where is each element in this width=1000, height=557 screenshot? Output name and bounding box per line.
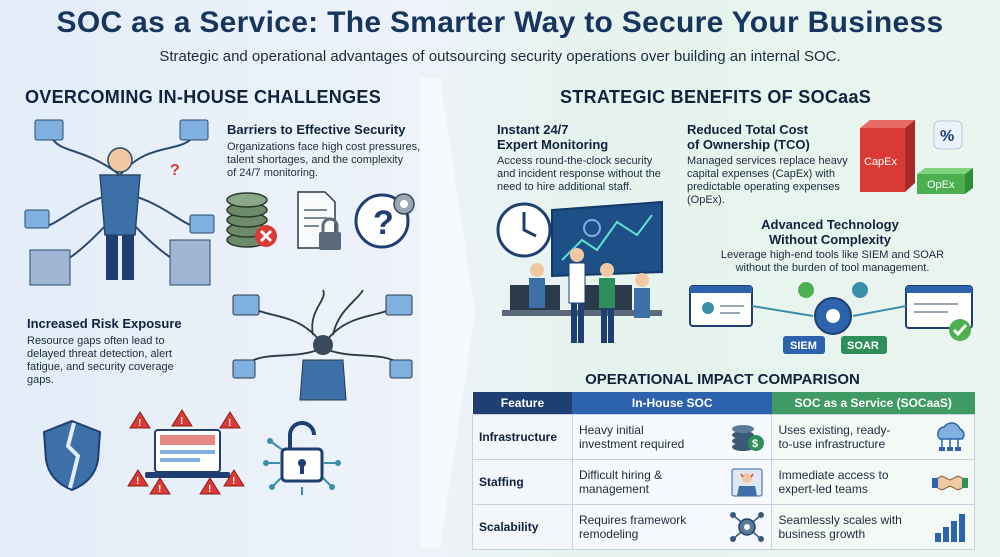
svg-text:!: !: [136, 476, 139, 487]
divider-chevron: [420, 78, 475, 548]
column-header-feature: Feature: [472, 392, 573, 414]
question-gear-icon: ?: [354, 193, 415, 249]
capex-label: CapEx: [864, 156, 898, 168]
column-header-socaas: SOC as a Service (SOCaaS): [771, 392, 975, 414]
growth-bars-icon: [932, 511, 968, 543]
handshake-icon: [932, 466, 968, 498]
percent-badge-icon: %: [933, 120, 963, 150]
siem-label: SIEM: [790, 340, 817, 352]
tech-text: Leverage high-end tools like SIEM and SO…: [720, 249, 945, 274]
svg-text:?: ?: [170, 162, 180, 179]
stressed-person-icon: [729, 466, 765, 498]
soc-team-illustration: [496, 200, 663, 343]
document-lock-icon: [297, 191, 341, 250]
risk-text: Resource gaps often lead to delayed thre…: [27, 335, 174, 386]
comparison-table: Feature In-House SOC SOC as a Service (S…: [472, 392, 975, 551]
siem-soar-network-illustration: SIEM SOAR: [689, 282, 973, 354]
tangled-wires-illustration: [232, 289, 413, 401]
left-section-heading: OVERCOMING IN-HOUSE CHALLENGES: [25, 87, 382, 107]
svg-text:!: !: [232, 476, 235, 487]
opex-label: OpEx: [927, 179, 955, 191]
barriers-text: Organizations face high cost pressures, …: [227, 141, 421, 179]
alert-laptop-icon: !!! !!!!: [127, 409, 245, 495]
table-row: Staffing Difficult hiring &management Im…: [472, 458, 975, 505]
tco-title: Reduced Total Cost of Ownership (TCO): [687, 122, 810, 152]
svg-text:!: !: [138, 418, 141, 429]
page-subtitle: Strategic and operational advantages of …: [159, 48, 841, 65]
monitoring-text: Access round-the-clock security and inci…: [497, 155, 661, 193]
barriers-title: Barriers to Effective Security: [227, 122, 406, 137]
coin-stack-icon: [226, 192, 277, 248]
svg-text:?: ?: [373, 204, 394, 242]
comparison-title: OPERATIONAL IMPACT COMPARISON: [585, 371, 860, 388]
feature-cell: Infrastructure: [472, 413, 573, 460]
column-header-inhouse: In-House SOC: [572, 392, 772, 414]
page-title: SOC as a Service: The Smarter Way to Sec…: [56, 6, 944, 39]
tco-text: Managed services replace heavy capital e…: [687, 155, 848, 206]
svg-text:!: !: [228, 418, 231, 429]
soar-label: SOAR: [847, 340, 879, 352]
risk-title: Increased Risk Exposure: [27, 316, 182, 331]
broken-shield-icon: [42, 419, 102, 492]
monitoring-title: Instant 24/7 Expert Monitoring: [497, 122, 609, 152]
gear-network-icon: [729, 511, 765, 543]
svg-text:$: $: [752, 438, 758, 450]
svg-text:!: !: [158, 484, 161, 495]
coins-dollar-icon: $: [729, 421, 765, 453]
svg-text:!: !: [208, 484, 211, 495]
svg-text:%: %: [940, 128, 954, 145]
unlocked-padlock-icon: [263, 421, 341, 495]
socaas-cell: Uses existing, ready-to-use infrastructu…: [771, 413, 975, 460]
feature-cell: Staffing: [472, 458, 573, 505]
inhouse-cell: Difficult hiring &management: [571, 458, 773, 505]
tech-title: Advanced Technology Without Complexity: [761, 217, 899, 247]
cloud-network-icon: [932, 421, 968, 453]
svg-text:!: !: [180, 416, 183, 427]
right-section-heading: STRATEGIC BENEFITS OF SOCaaS: [560, 87, 872, 107]
feature-cell: Scalability: [472, 503, 573, 551]
capex-opex-icon: CapEx OpEx: [860, 120, 973, 194]
overwhelmed-person-illustration: ?: [24, 119, 215, 286]
